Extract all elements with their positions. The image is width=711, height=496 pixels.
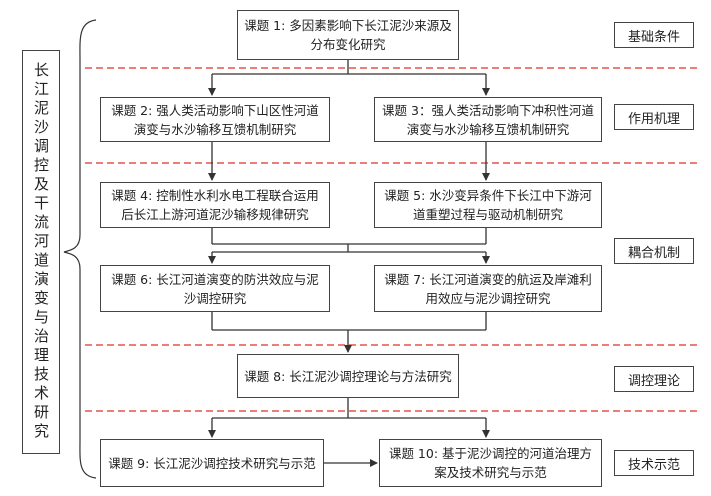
side-brace (63, 19, 97, 479)
topic-4-label: 课题 4: 控制性水利水电工程联合运用后长江上游河道泥沙输移规律研究 (111, 188, 319, 222)
topic-1-box: 课题 1: 多因素影响下长江泥沙来源及分布变化研究 (237, 10, 459, 60)
topic-2-box: 课题 2: 强人类活动影响下山区性河道演变与水沙输移互馈机制研究 (100, 97, 330, 142)
layer-tag-mechanism: 作用机理 (614, 104, 694, 130)
topic-9-label: 课题 9: 长江泥沙调控技术研究与示范 (108, 455, 316, 471)
topic-5-box: 课题 5: 水沙变异条件下长江中下游河道重塑过程与驱动机制研究 (374, 182, 602, 228)
topic-2-label: 课题 2: 强人类活动影响下山区性河道演变与水沙输移互馈机制研究 (111, 102, 319, 137)
side-title: 长江泥沙调控及干流河道演变与治理技术研究 (32, 62, 50, 442)
side-title-box: 长江泥沙调控及干流河道演变与治理技术研究 (22, 50, 60, 454)
topic-10-box: 课题 10: 基于泥沙调控的河道治理方案及技术研究与示范 (379, 439, 602, 487)
layer-coupling-label: 耦合机制 (627, 245, 680, 261)
layer-regulation-theory-label: 调控理论 (627, 373, 680, 389)
topic-3-label: 课题 3：强人类活动影响下冲积性河道演变与水沙输移互馈机制研究 (382, 102, 594, 137)
topic-6-label: 课题 6: 长江河道演变的防洪效应与泥沙调控研究 (111, 271, 319, 306)
topic-8-box: 课题 8: 长江泥沙调控理论与方法研究 (237, 354, 459, 398)
topic-5-label: 课题 5: 水沙变异条件下长江中下游河道重塑过程与驱动机制研究 (384, 188, 592, 222)
layer-tag-regulation-theory: 调控理论 (614, 366, 694, 392)
layer-tag-tech-demo: 技术示范 (614, 450, 694, 476)
layer-tech-demo-label: 技术示范 (627, 457, 680, 473)
topic-3-box: 课题 3：强人类活动影响下冲积性河道演变与水沙输移互馈机制研究 (374, 97, 602, 142)
topic-7-label: 课题 7: 长江河道演变的航运及岸滩利用效应与泥沙调控研究 (384, 271, 592, 306)
topic-4-box: 课题 4: 控制性水利水电工程联合运用后长江上游河道泥沙输移规律研究 (100, 182, 330, 228)
topic-10-label: 课题 10: 基于泥沙调控的河道治理方案及技术研究与示范 (388, 446, 593, 480)
layer-tag-basic: 基础条件 (614, 22, 694, 48)
topic-1-label: 课题 1: 多因素影响下长江泥沙来源及分布变化研究 (244, 18, 452, 52)
layer-tag-coupling: 耦合机制 (614, 238, 694, 264)
layer-mechanism-label: 作用机理 (627, 111, 680, 127)
topic-9-box: 课题 9: 长江泥沙调控技术研究与示范 (100, 439, 324, 487)
topic-8-label: 课题 8: 长江泥沙调控理论与方法研究 (244, 368, 452, 384)
layer-basic-label: 基础条件 (627, 29, 680, 45)
topic-6-box: 课题 6: 长江河道演变的防洪效应与泥沙调控研究 (100, 265, 330, 312)
topic-7-box: 课题 7: 长江河道演变的航运及岸滩利用效应与泥沙调控研究 (374, 265, 602, 312)
